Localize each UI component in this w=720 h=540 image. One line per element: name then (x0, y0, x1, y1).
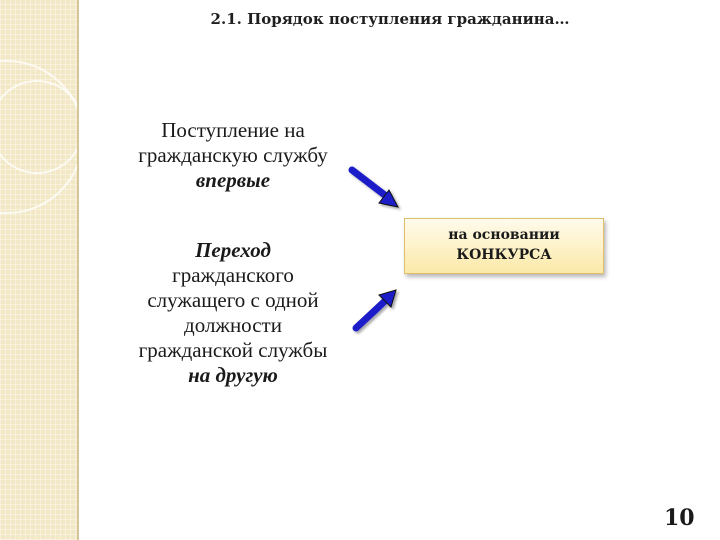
source-transfer-emphasis-top: Переход (195, 238, 271, 262)
source-first-emphasis: впервые (195, 168, 271, 192)
source-first-line: Поступление на (161, 118, 305, 142)
slide-title: 2.1. Порядок поступления гражданина… (210, 10, 570, 28)
page-number: 10 (664, 505, 695, 531)
decorative-side-panel (0, 0, 77, 540)
source-first-line: гражданскую службу (138, 143, 328, 167)
result-line: КОНКУРСА (456, 247, 552, 263)
result-box: на основании КОНКУРСА (404, 218, 604, 274)
arrow-up-right (352, 289, 397, 332)
source-transfer-line: гражданского (172, 263, 294, 287)
source-transfer-line: служащего с одной (147, 288, 319, 312)
side-divider (77, 0, 79, 540)
source-first-entry: Поступление на гражданскую службу впервы… (108, 118, 358, 193)
decorative-circle (0, 80, 77, 174)
arrow-down-right (348, 166, 399, 208)
source-transfer-line: должности (184, 313, 282, 337)
source-transfer-emphasis-bottom: на другую (188, 363, 278, 387)
source-transfer: Переход гражданского служащего с одной д… (103, 238, 363, 388)
result-line: на основании (448, 227, 560, 243)
source-transfer-line: гражданской службы (138, 338, 328, 362)
